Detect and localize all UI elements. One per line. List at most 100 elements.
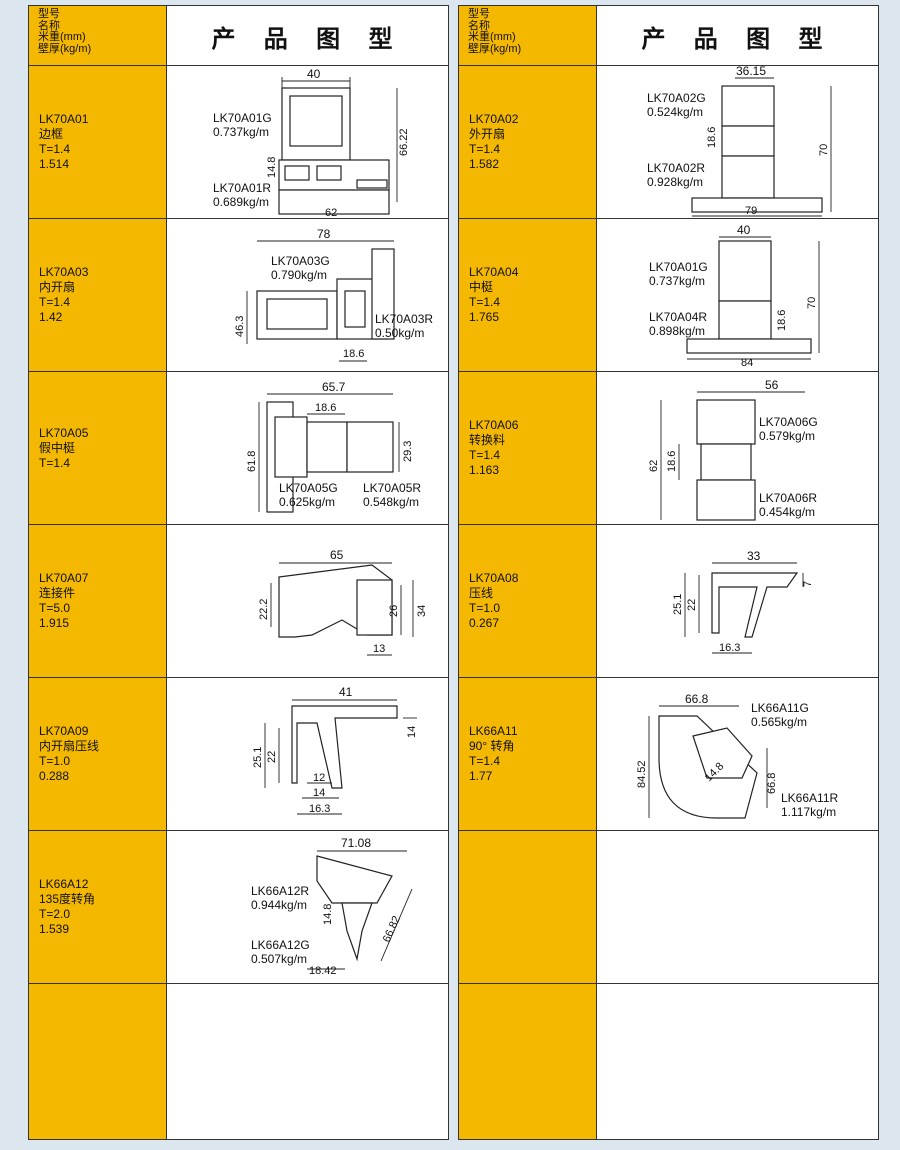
table-row: LK66A11 90° 转角 T=1.4 1.77 66.8 84.52 14.… <box>459 678 878 831</box>
dimension-label: 40 <box>737 223 751 237</box>
dimension-label: 40 <box>307 67 321 81</box>
dimension-label: 16.3 <box>309 803 330 815</box>
dimension-label: 18.6 <box>315 402 336 414</box>
part-label: LK70A04R <box>649 310 707 324</box>
part-weight-label: 0.524kg/m <box>647 105 703 119</box>
part-label: LK66A12R <box>251 884 309 898</box>
profile-shape <box>266 298 328 330</box>
profile-drawing: 78 46.3 18.6 LK70A03G 0.790kg/m LK70A03R… <box>167 219 448 371</box>
product-model: LK70A03 <box>39 265 89 279</box>
dimension-label: 14.8 <box>322 904 334 925</box>
table-row <box>459 984 878 1139</box>
profile-drawing: 65.7 18.6 61.8 29.3 LK70A05G 0.625kg/m L… <box>167 372 448 524</box>
dimension-label: 12 <box>313 772 325 784</box>
part-weight-label: 0.898kg/m <box>649 324 705 338</box>
product-weight: 1.539 <box>39 922 70 936</box>
profile-drawing: 33 25.1 22 7 16.3 <box>597 525 878 677</box>
table-row: LK70A02 外开扇 T=1.4 1.582 36.15 18.6 70 <box>459 66 878 219</box>
catalog-panel-right: 型号 名称 米重(mm) 壁厚(kg/m) 产 品 图 型 LK70A02 外开… <box>458 5 879 1140</box>
profile-drawing: 41 25.1 22 14 12 14 16.3 <box>167 678 448 830</box>
product-model: LK66A12 <box>39 877 89 891</box>
part-weight-label: 0.454kg/m <box>759 505 815 519</box>
profile-shape <box>306 421 348 473</box>
table-row: LK70A04 中梃 T=1.4 1.765 40 70 18.6 84 <box>459 219 878 372</box>
profile-shape <box>700 443 752 481</box>
profile-shape <box>721 85 775 127</box>
header-info: 型号 名称 米重(mm) 壁厚(kg/m) <box>459 6 596 66</box>
part-label: LK66A12G <box>251 938 310 952</box>
dimension-label: 25.1 <box>672 594 684 615</box>
dimension-label: 62 <box>325 207 337 218</box>
part-label: LK70A01G <box>213 111 272 125</box>
part-weight-label: 0.625kg/m <box>279 495 335 509</box>
dimension-label: 14 <box>313 787 325 799</box>
profile-drawing: 40 70 18.6 84 LK70A01G 0.737kg/m LK70A04… <box>597 219 878 371</box>
table-header: 型号 名称 米重(mm) 壁厚(kg/m) 产 品 图 型 <box>459 6 878 66</box>
product-thickness: T=1.4 <box>39 295 71 309</box>
profile-shape <box>316 855 393 904</box>
product-model: LK66A11 <box>469 724 518 738</box>
product-thickness: T=1.4 <box>469 295 501 309</box>
header-info-line: 名称 <box>38 19 60 32</box>
product-info: LK70A02 外开扇 T=1.4 1.582 <box>459 66 596 218</box>
dimension-label: 62 <box>648 460 660 472</box>
dimension-label: 18.6 <box>666 451 678 472</box>
dimension-label: 84 <box>741 357 753 369</box>
product-info: LK70A05 假中梃 T=1.4 <box>29 372 166 524</box>
profile-shape <box>691 197 823 213</box>
profile-shape <box>356 179 388 189</box>
product-info: LK70A08 压线 T=1.0 0.267 <box>459 525 596 677</box>
product-name: 135度转角 <box>39 892 96 906</box>
product-weight: 0.267 <box>469 616 500 630</box>
profile-drawing <box>597 984 878 1139</box>
dimension-label: 18.6 <box>706 127 718 148</box>
profile-drawing: 66.8 84.52 14.8 66.8 LK66A11G 0.565kg/m … <box>597 678 878 830</box>
dimension-label: 29.3 <box>402 441 414 462</box>
product-name: 中梃 <box>469 280 494 294</box>
header-info-line: 型号 <box>38 8 60 20</box>
dimension-label: 18.6 <box>343 348 364 360</box>
part-weight-label: 0.565kg/m <box>751 715 807 729</box>
profile-shape <box>274 416 308 478</box>
part-label: LK70A01G <box>649 260 708 274</box>
profile-drawing <box>597 831 878 983</box>
header-info: 型号 名称 米重(mm) 壁厚(kg/m) <box>29 6 166 66</box>
product-weight: 1.765 <box>469 310 500 324</box>
product-weight: 1.163 <box>469 463 500 477</box>
product-info: LK66A11 90° 转角 T=1.4 1.77 <box>459 678 596 830</box>
dimension-label: 7 <box>802 581 814 587</box>
info-column <box>459 6 597 1139</box>
dimension-label: 13 <box>373 643 385 655</box>
product-weight: 0.288 <box>39 769 70 783</box>
header-info-line: 型号 <box>468 8 490 20</box>
dimension-label: 71.08 <box>341 836 371 850</box>
product-thickness: T=1.4 <box>469 448 501 462</box>
profile-shape <box>344 290 366 328</box>
product-thickness: T=1.0 <box>39 754 71 768</box>
product-thickness: T=1.4 <box>39 455 71 470</box>
product-weight: 1.514 <box>39 157 70 171</box>
product-name: 假中梃 <box>39 440 76 455</box>
product-name: 连接件 <box>39 586 76 600</box>
product-model: LK70A04 <box>469 265 519 279</box>
part-weight-label: 0.689kg/m <box>213 195 269 209</box>
part-label: LK70A02R <box>647 161 705 175</box>
dimension-label: 56 <box>765 378 779 392</box>
dimension-label: 41 <box>339 685 353 699</box>
product-thickness: T=1.4 <box>469 142 501 156</box>
product-thickness: T=2.0 <box>39 907 71 921</box>
profile-shape <box>284 165 310 181</box>
product-name: 压线 <box>469 586 494 600</box>
product-weight: 1.77 <box>469 769 493 783</box>
profile-shape <box>718 300 772 340</box>
product-model: LK70A07 <box>39 571 89 585</box>
part-label: LK70A03G <box>271 254 330 268</box>
dimension-label: 36.15 <box>736 66 766 78</box>
profile-shape <box>692 727 753 779</box>
product-model: LK70A06 <box>469 418 519 432</box>
dimension-label: 34 <box>416 605 428 617</box>
profile-shape <box>721 125 775 157</box>
table-header: 型号 名称 米重(mm) 壁厚(kg/m) 产 品 图 型 <box>29 6 448 66</box>
part-label: LK70A02G <box>647 91 706 105</box>
profile-drawing: 71.08 14.8 66.82 18.42 LK66A12R 0.944kg/… <box>167 831 448 983</box>
